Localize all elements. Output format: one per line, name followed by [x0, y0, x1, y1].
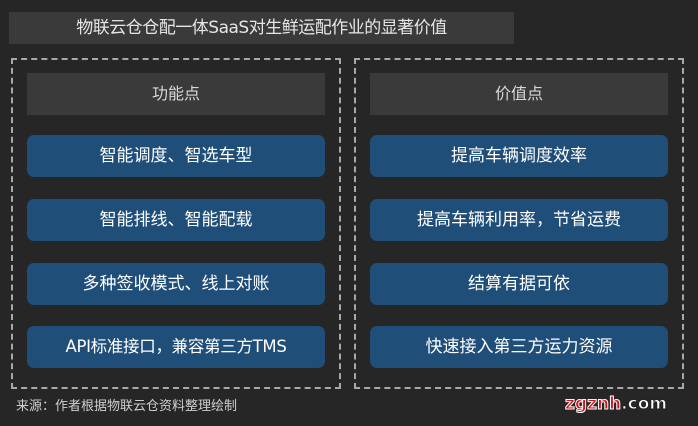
features-panel: 功能点 智能调度、智选车型 智能排线、智能配载 多种签收模式、线上对账 API标…: [11, 58, 341, 389]
diagram-title: 物联云仓仓配一体SaaS对生鲜运配作业的显著价值: [9, 12, 514, 44]
watermark-logo: zgznh.com: [564, 394, 668, 415]
values-header: 价值点: [370, 73, 668, 115]
value-item: 提高车辆调度效率: [370, 135, 668, 177]
value-item: 提高车辆利用率，节省运费: [370, 199, 668, 241]
values-panel: 价值点 提高车辆调度效率 提高车辆利用率，节省运费 结算有据可依 快速接入第三方…: [354, 58, 684, 389]
feature-item: 多种签收模式、线上对账: [27, 263, 325, 305]
source-note: 来源：作者根据物联云仓资料整理绘制: [16, 399, 238, 414]
feature-item: 智能调度、智选车型: [27, 135, 325, 177]
watermark-main: zgznh: [564, 394, 622, 415]
value-item: 结算有据可依: [370, 263, 668, 305]
feature-item: API标准接口，兼容第三方TMS: [27, 326, 325, 368]
watermark-suffix: .com: [621, 394, 668, 415]
feature-item: 智能排线、智能配载: [27, 199, 325, 241]
features-header: 功能点: [27, 73, 325, 115]
value-item: 快速接入第三方运力资源: [370, 326, 668, 368]
